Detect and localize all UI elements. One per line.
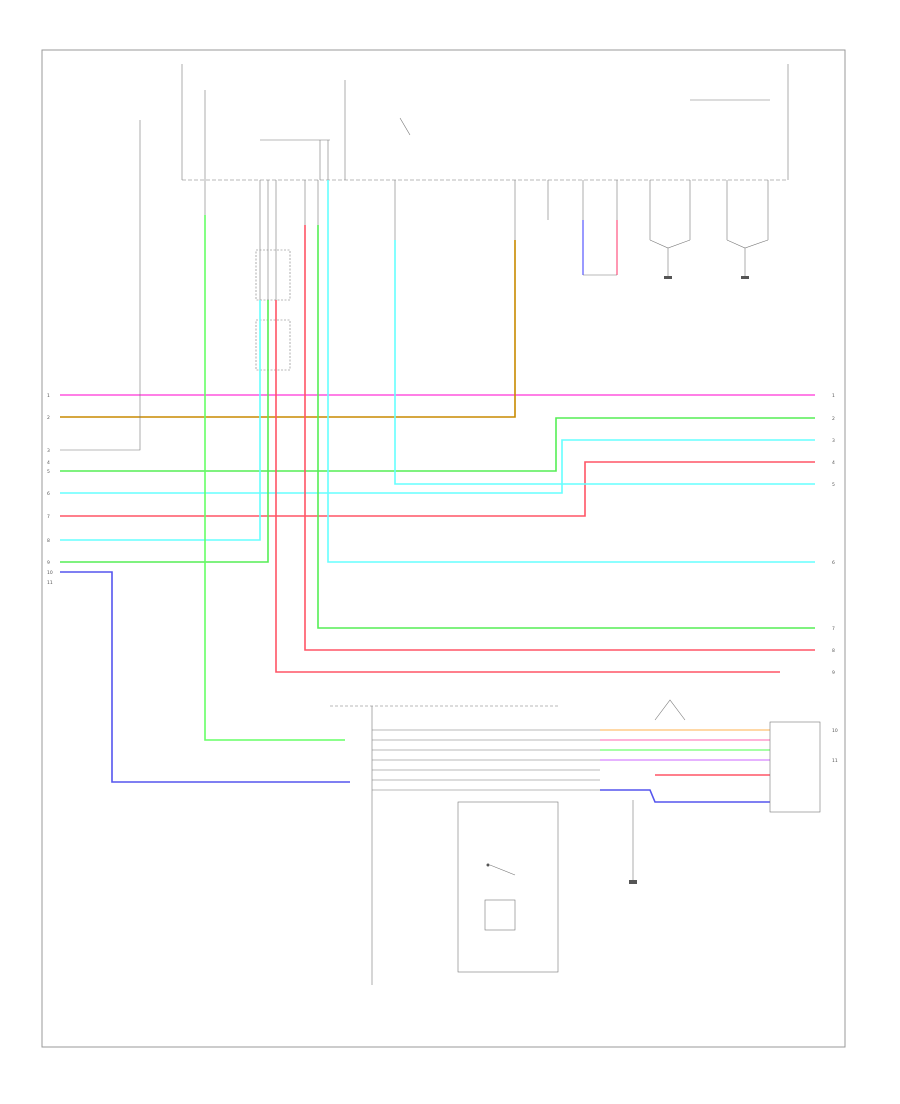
left-pin-numbers: 1 2 3 4 5 6 7 8 9 10 11 — [47, 393, 53, 586]
ground-icon — [664, 276, 749, 279]
fuse-drops — [204, 180, 769, 300]
diagram-frame — [41, 49, 846, 1048]
connector-icon — [769, 721, 821, 813]
ground-icon — [629, 880, 637, 884]
right-pin-label: 8 — [832, 648, 835, 654]
right-pin-numbers: 1 2 3 4 5 6 7 8 9 10 11 — [832, 393, 838, 764]
wire-red-2 — [304, 225, 815, 651]
wire-cyan-3 — [60, 300, 261, 541]
left-pin-label: 2 — [47, 415, 50, 421]
left-pin-label: 10 — [47, 570, 53, 576]
left-pin-label: 7 — [47, 514, 50, 520]
left-pin-label: 9 — [47, 560, 50, 566]
wire-green-1 — [60, 417, 815, 472]
right-pin-label: 6 — [832, 560, 835, 566]
wire-cyan-1 — [60, 439, 815, 494]
wire-cyan-2 — [394, 240, 815, 485]
left-pin-label: 3 — [47, 448, 50, 454]
wire-green-3 — [317, 225, 815, 629]
left-pin-label: 8 — [47, 538, 50, 544]
wire-red-1 — [60, 461, 815, 517]
right-pin-label: 9 — [832, 670, 835, 676]
fuse-box — [181, 64, 789, 181]
wire-red-3 — [275, 300, 780, 673]
left-pin-label: 5 — [47, 469, 50, 475]
right-pin-label: 4 — [832, 460, 835, 466]
left-pin-label: 4 — [47, 460, 50, 466]
left-pin-label: 6 — [47, 491, 50, 497]
right-pin-label: 11 — [832, 758, 838, 764]
right-pin-label: 1 — [832, 393, 835, 399]
wire-right-blue — [600, 789, 770, 803]
wire-cyan-4 — [327, 180, 815, 563]
switch-icon — [484, 863, 516, 931]
wire-green-2 — [60, 300, 269, 563]
right-pin-label: 7 — [832, 626, 835, 632]
right-pin-label: 3 — [832, 438, 835, 444]
right-pin-label: 2 — [832, 416, 835, 422]
left-pin-label: 11 — [47, 580, 53, 586]
left-pin-label: 1 — [47, 393, 50, 399]
right-pin-label: 5 — [832, 482, 835, 488]
wire-green-4 — [204, 215, 345, 741]
wire-orange — [60, 240, 516, 418]
wire-blue — [60, 571, 350, 783]
connector-icon — [255, 249, 291, 371]
right-pin-label: 10 — [832, 728, 838, 734]
control-module — [330, 705, 600, 985]
